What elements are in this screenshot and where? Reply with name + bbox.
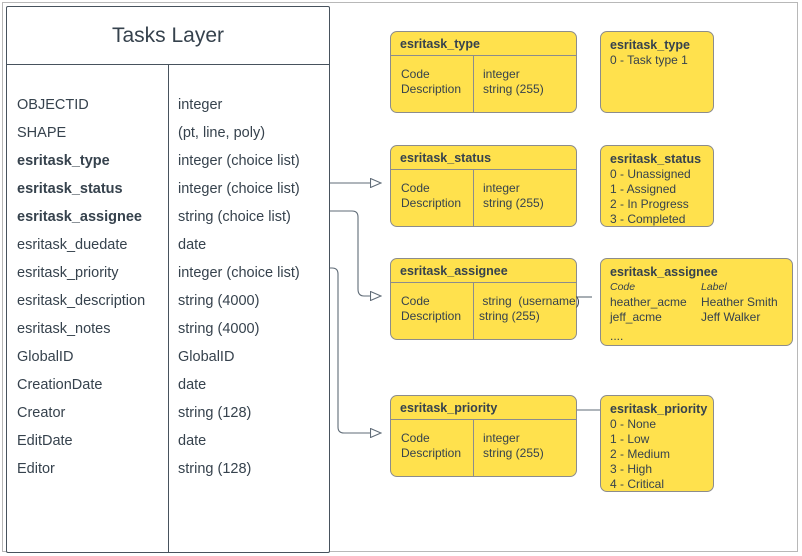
- field-type: date: [178, 433, 207, 449]
- code-list-title: esritask_status: [610, 152, 702, 166]
- field-name: esritask_description: [17, 293, 146, 309]
- domain-table-esritask-status[interactable]: esritask_status Code Description integer…: [390, 145, 577, 227]
- code-list-item: 3 - Completed: [610, 212, 686, 226]
- field-name: esritask_priority: [17, 265, 119, 281]
- domain-table-left-column: Code Description: [401, 431, 462, 460]
- domain-table-left-column: Code Description: [401, 67, 462, 96]
- code-list-item: 2 - Medium: [610, 447, 671, 461]
- code-list-title: esritask_assignee: [610, 265, 718, 279]
- field-name: OBJECTID: [17, 97, 89, 113]
- field-type: integer (choice list): [178, 181, 300, 197]
- table-row[interactable]: OBJECTID integer: [7, 91, 329, 119]
- field-type: string (128): [178, 461, 252, 477]
- code-list-item: 0 - Unassigned: [610, 167, 691, 181]
- field-type: integer (choice list): [178, 153, 300, 169]
- field-name: Editor: [17, 461, 55, 477]
- table-row[interactable]: esritask_status integer (choice list): [7, 175, 329, 203]
- field-name: esritask_type: [17, 153, 110, 169]
- domain-table-right-column: integer string (255): [483, 431, 544, 460]
- domain-table-header: esritask_type: [391, 32, 576, 56]
- code-list-item: 1 - Low: [610, 432, 650, 446]
- code-list-item: 3 - High: [610, 462, 653, 476]
- field-type: date: [178, 377, 207, 393]
- code-list-esritask-assignee[interactable]: esritask_assignee Code Label heather_acm…: [600, 258, 793, 346]
- table-row[interactable]: esritask_notes string (4000): [7, 315, 329, 343]
- code-column-header: Code: [610, 281, 636, 293]
- code-list-esritask-type[interactable]: esritask_type 0 - Task type 1: [600, 31, 714, 113]
- field-name: esritask_status: [17, 181, 123, 197]
- field-type: string (choice list): [178, 209, 291, 225]
- table-column-divider: [168, 65, 169, 552]
- code-value: heather_acme: [610, 295, 687, 309]
- code-list-item: 0 - None: [610, 417, 657, 431]
- label-value: Jeff Walker: [701, 310, 761, 324]
- tasks-layer-table: Tasks Layer OBJECTID integer SHAPE (pt, …: [6, 6, 330, 553]
- code-list-esritask-status[interactable]: esritask_status 0 - Unassigned 1 - Assig…: [600, 145, 714, 227]
- label-value: Heather Smith: [701, 295, 778, 309]
- field-type: integer (choice list): [178, 265, 300, 281]
- domain-table-divider: [473, 420, 474, 477]
- code-list-item: 1 - Assigned: [610, 182, 677, 196]
- domain-table-divider: [473, 56, 474, 113]
- code-list-ellipsis: ....: [610, 329, 624, 343]
- code-list-item: 0 - Task type 1: [610, 53, 688, 67]
- domain-table-esritask-priority[interactable]: esritask_priority Code Description integ…: [390, 395, 577, 477]
- field-name: Creator: [17, 405, 66, 421]
- table-row[interactable]: esritask_assignee string (choice list): [7, 203, 329, 231]
- field-name: CreationDate: [17, 377, 103, 393]
- field-name: esritask_assignee: [17, 209, 142, 225]
- field-type: integer: [178, 97, 223, 113]
- domain-table-esritask-assignee[interactable]: esritask_assignee Code Description strin…: [390, 258, 580, 340]
- domain-table-esritask-type[interactable]: esritask_type Code Description integer s…: [390, 31, 577, 113]
- field-name: esritask_notes: [17, 321, 111, 337]
- field-list: OBJECTID integer SHAPE (pt, line, poly) …: [7, 65, 329, 483]
- field-type: GlobalID: [178, 349, 235, 365]
- table-row[interactable]: SHAPE (pt, line, poly): [7, 119, 329, 147]
- table-row[interactable]: GlobalID GlobalID: [7, 343, 329, 371]
- code-list-title: esritask_type: [610, 38, 690, 52]
- domain-table-right-column: integer string (255): [483, 67, 544, 96]
- code-list-title: esritask_priority: [610, 402, 708, 416]
- domain-table-left-column: Code Description: [401, 294, 462, 323]
- field-type: string (128): [178, 405, 252, 421]
- field-name: GlobalID: [17, 349, 74, 365]
- code-list-header-row: Code Label: [610, 280, 792, 295]
- domain-table-divider: [473, 283, 474, 340]
- table-row[interactable]: Creator string (128): [7, 399, 329, 427]
- field-name: EditDate: [17, 433, 73, 449]
- domain-table-divider: [473, 170, 474, 227]
- table-row[interactable]: EditDate date: [7, 427, 329, 455]
- field-type: (pt, line, poly): [178, 125, 266, 141]
- code-value: jeff_acme: [610, 310, 662, 324]
- domain-table-left-column: Code Description: [401, 181, 462, 210]
- domain-table-right-column: integer string (255): [483, 181, 544, 210]
- field-type: date: [178, 237, 207, 253]
- code-list-esritask-priority[interactable]: esritask_priority 0 - None 1 - Low 2 - M…: [600, 395, 714, 492]
- table-row[interactable]: esritask_description string (4000): [7, 287, 329, 315]
- table-row[interactable]: esritask_duedate date: [7, 231, 329, 259]
- domain-table-header: esritask_priority: [391, 396, 576, 420]
- page-title: Tasks Layer: [7, 7, 329, 65]
- field-type: string (4000): [178, 321, 260, 337]
- table-row[interactable]: esritask_priority integer (choice list): [7, 259, 329, 287]
- field-type: string (4000): [178, 293, 260, 309]
- field-name: SHAPE: [17, 125, 67, 141]
- code-list-row: jeff_acme Jeff Walker: [610, 310, 792, 325]
- domain-table-right-column: string (username) string (255): [479, 294, 580, 323]
- table-row[interactable]: esritask_type integer (choice list): [7, 147, 329, 175]
- code-list-row: heather_acme Heather Smith: [610, 295, 792, 310]
- code-list-item: 2 - In Progress: [610, 197, 689, 211]
- field-name: esritask_duedate: [17, 237, 128, 253]
- table-row[interactable]: CreationDate date: [7, 371, 329, 399]
- code-list-item: 4 - Critical: [610, 477, 665, 491]
- domain-table-header: esritask_status: [391, 146, 576, 170]
- domain-table-header: esritask_assignee: [391, 259, 576, 283]
- table-row[interactable]: Editor string (128): [7, 455, 329, 483]
- label-column-header: Label: [701, 281, 727, 293]
